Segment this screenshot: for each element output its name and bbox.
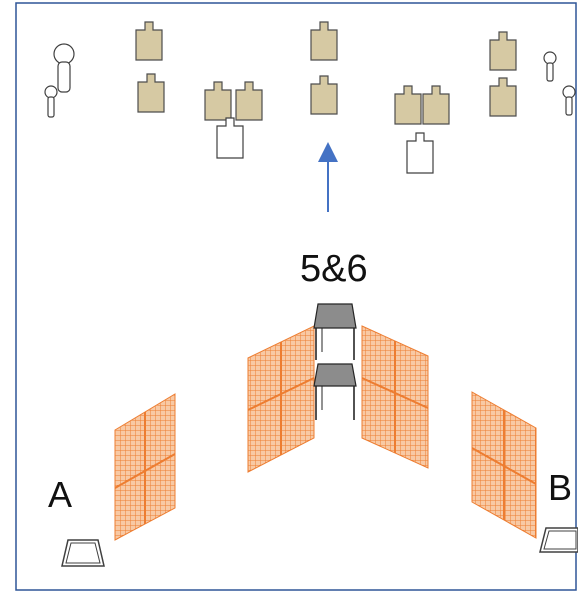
target-group (44, 21, 576, 174)
no-shoot-target-icon (44, 85, 58, 118)
mesh-wall-icon (361, 325, 429, 469)
silhouette-target-icon (135, 21, 163, 61)
silhouette-target-icon (204, 81, 232, 121)
no-shoot-target-icon (216, 117, 244, 159)
table-icon (313, 303, 357, 360)
shooting-box-icon (539, 527, 578, 553)
no-shoot-target-icon (562, 85, 576, 116)
silhouette-target-icon (489, 31, 517, 71)
silhouette-target-icon (422, 85, 450, 125)
no-shoot-target-icon (53, 43, 75, 93)
frame-border (15, 2, 577, 591)
silhouette-target-icon (394, 85, 422, 125)
silhouette-target-icon (310, 75, 338, 115)
no-shoot-target-icon (543, 51, 557, 82)
silhouette-target-icon (137, 73, 165, 113)
silhouette-target-icon (310, 21, 338, 61)
mesh-wall-icon (247, 325, 315, 473)
mesh-wall-icon (114, 393, 176, 541)
position-label-b: B (548, 467, 573, 508)
position-label-a: A (48, 474, 73, 515)
table-icon (313, 363, 357, 420)
shooting-box-icon (61, 539, 105, 567)
silhouette-target-icon (489, 77, 517, 117)
mesh-wall-icon (471, 391, 537, 539)
position-label-center: 5&6 (300, 248, 368, 290)
no-shoot-target-icon (406, 132, 434, 174)
silhouette-target-icon (235, 81, 263, 121)
